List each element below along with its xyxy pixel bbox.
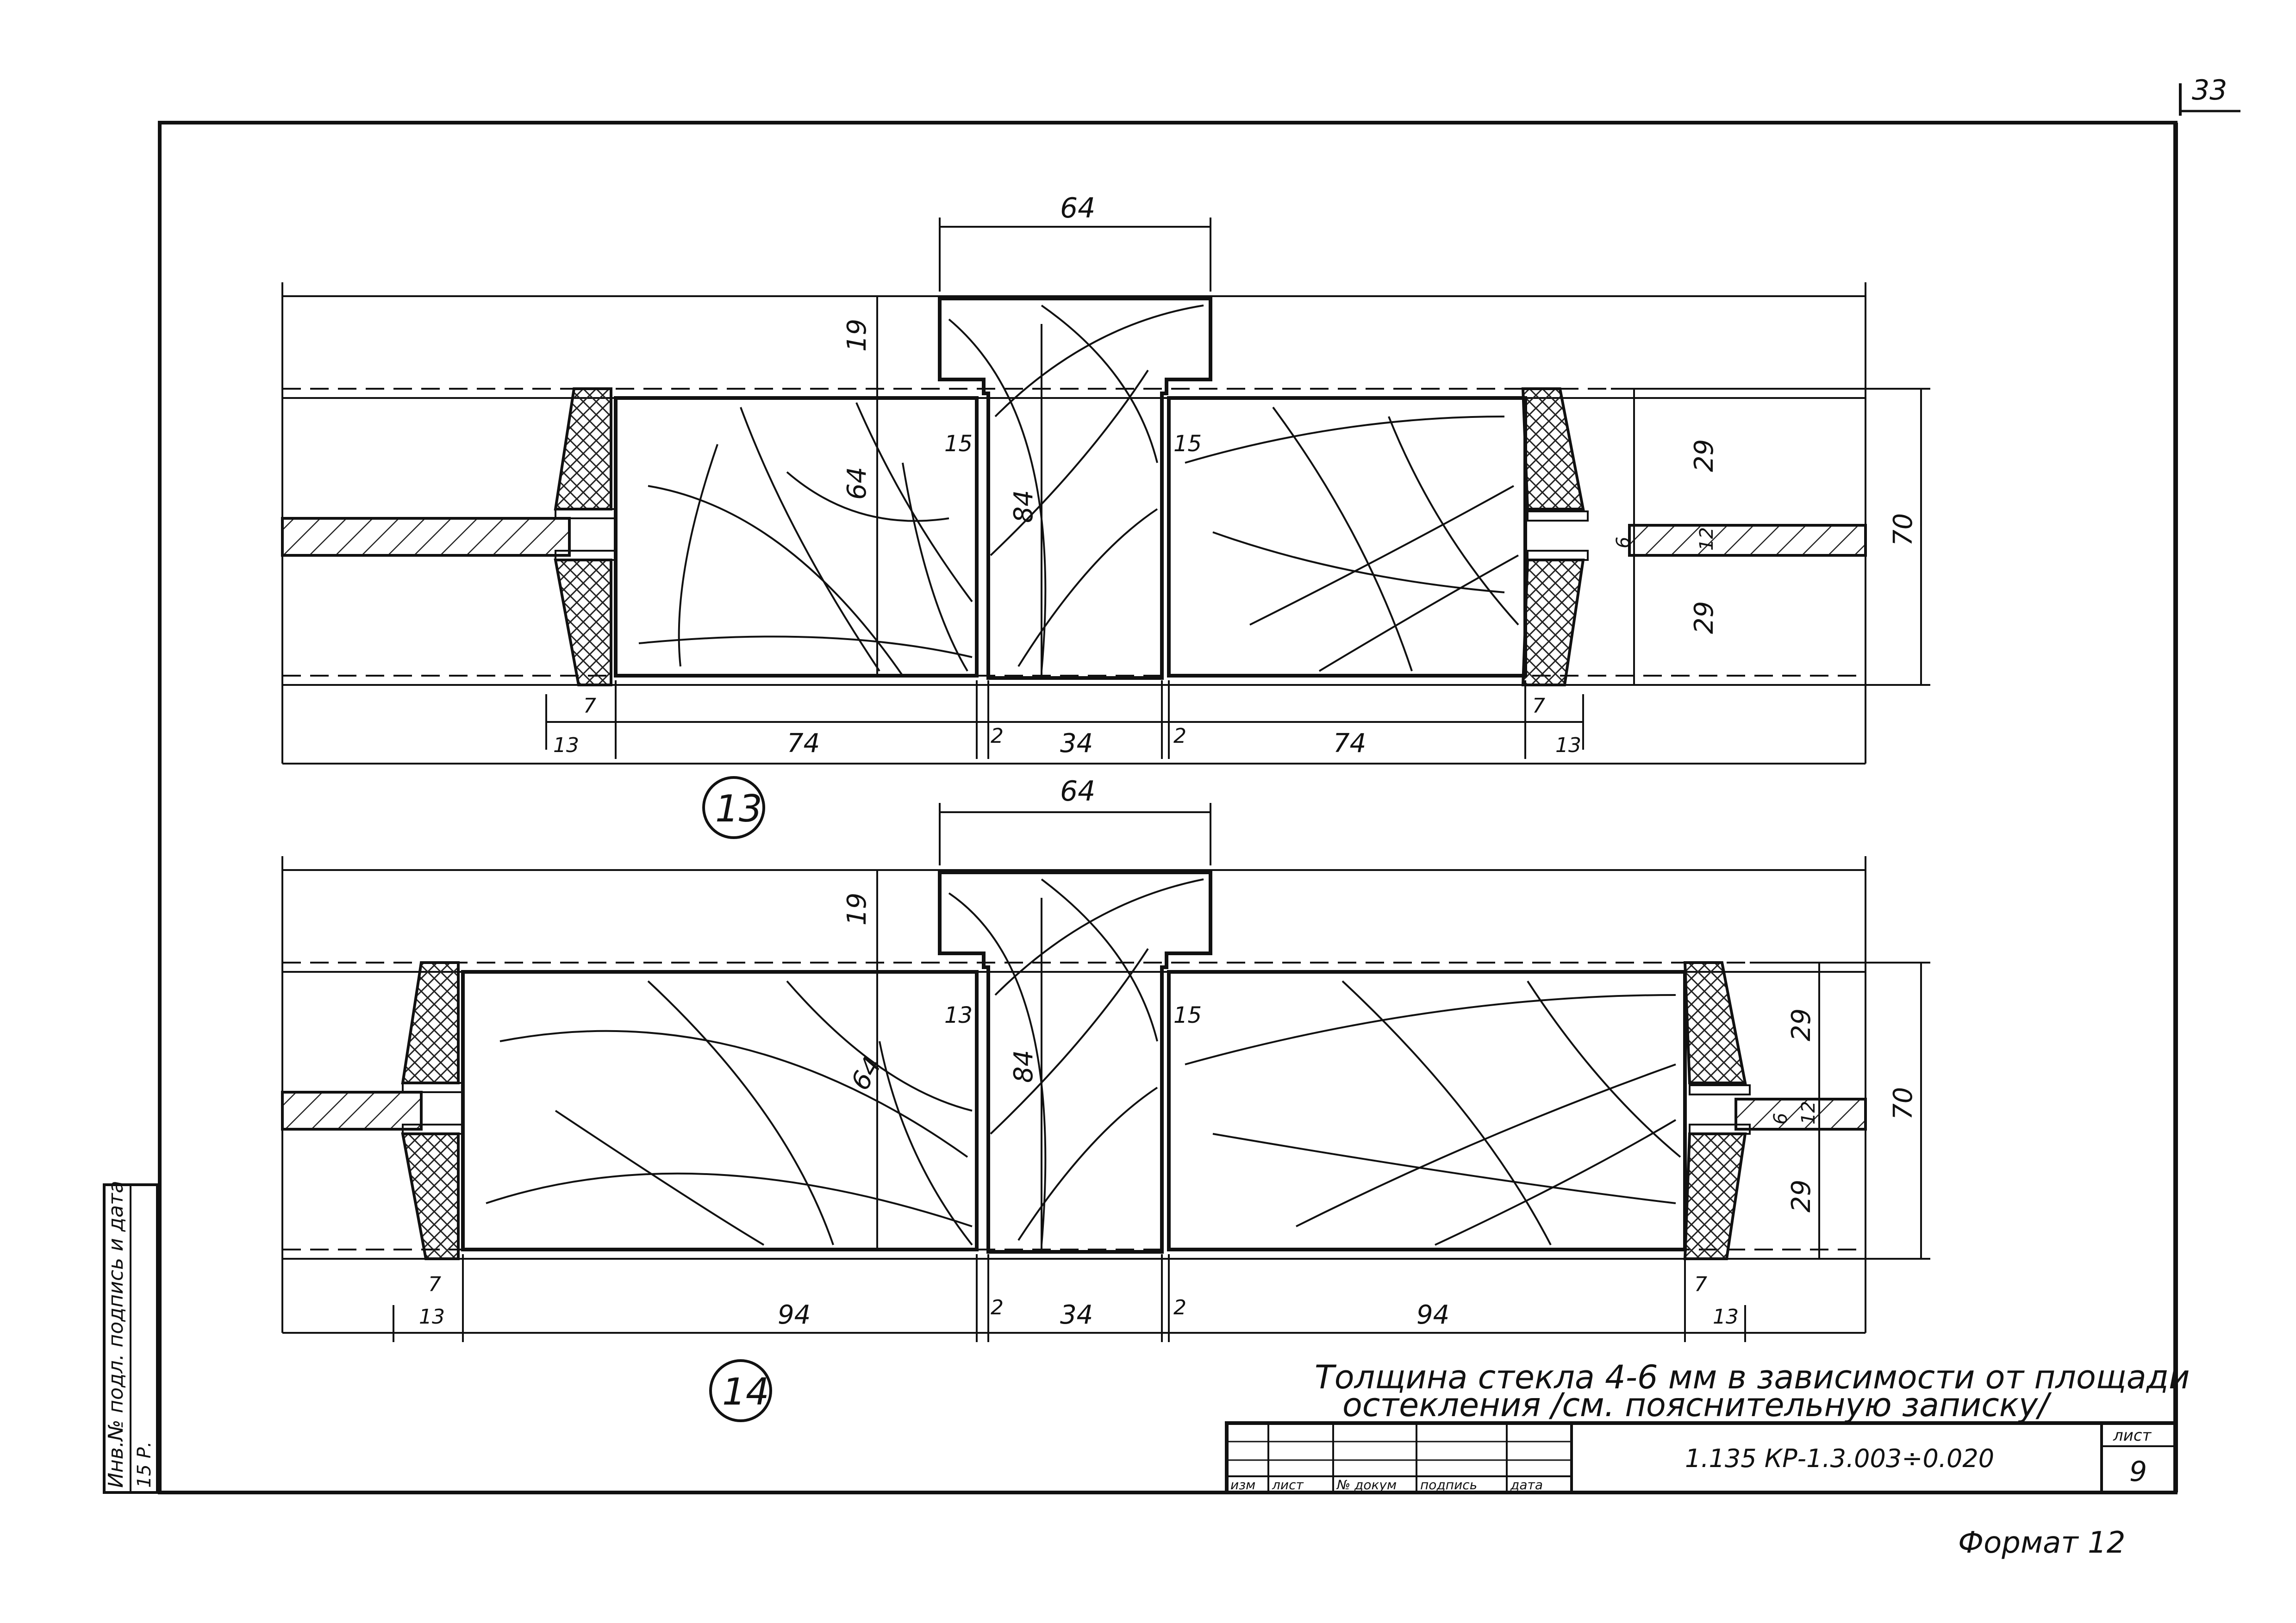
dim-14-bottom-13-right: 13	[1713, 1305, 1739, 1329]
dim-14-overall-height: 70	[1888, 1087, 1918, 1120]
glass-pane-left-14	[281, 1091, 423, 1131]
sheet-label: лист	[2113, 1426, 2152, 1445]
glazing-bead-lower-left-14	[401, 1132, 460, 1260]
dim-14-tenon-height: 19	[842, 893, 872, 926]
title-col-izm: изм	[1230, 1477, 1255, 1492]
glazing-bead-upper-right	[1521, 387, 1585, 510]
format-label: Формат 12	[1958, 1526, 2125, 1560]
glass-thickness-note-line2: остекления /см. пояснительную записку/	[1342, 1386, 2052, 1424]
dim-13-slot-right: 15	[1173, 431, 1202, 457]
dim-14-bottom-2-left: 2	[991, 1296, 1004, 1319]
sheet-number-top: 33	[2192, 74, 2227, 106]
dim-14-bottom-13-left: 13	[419, 1305, 445, 1329]
dim-14-slot-right: 15	[1173, 1002, 1202, 1028]
sash-bar-right	[1167, 396, 1527, 678]
dim-13-bottom-7-right: 7	[1532, 694, 1545, 718]
glazing-bead-lower-right	[1521, 559, 1585, 686]
sash-bar-left	[614, 396, 979, 678]
dim-13-right-lower: 29	[1689, 601, 1719, 634]
dim-14-bottom-7-right: 7	[1694, 1273, 1707, 1296]
detail-13	[281, 218, 1930, 765]
dim-13-bottom-74-left: 74	[787, 728, 820, 759]
center-mullion	[938, 297, 1212, 680]
dim-14-bottom-94-right: 94	[1416, 1300, 1449, 1330]
dim-13-top-width: 64	[1060, 192, 1095, 224]
detail-14	[281, 803, 1930, 1342]
title-block	[1225, 1421, 2177, 1494]
detail-14-marker: 14	[722, 1370, 769, 1413]
dim-14-bottom-2-right: 2	[1173, 1296, 1186, 1319]
center-mullion-14	[938, 871, 1212, 1254]
dim-13-tenon-height: 19	[842, 319, 872, 352]
dim-13-center-height: 84	[1009, 490, 1039, 523]
dim-14-center-height: 84	[1009, 1050, 1039, 1083]
dim-14-bottom-94-left: 94	[778, 1300, 811, 1330]
title-col-doc: № докум	[1336, 1477, 1397, 1492]
dim-13-right-upper: 29	[1689, 439, 1719, 472]
dim-14-bottom-7-left: 7	[428, 1273, 441, 1296]
side-stamp	[103, 1183, 159, 1494]
glass-pane-right-14	[1734, 1098, 1867, 1131]
side-stamp-value: 15 Р.	[134, 1442, 155, 1488]
title-col-sign: подпись	[1420, 1477, 1477, 1492]
dim-13-glass-gap: 6	[1613, 537, 1634, 548]
dim-14-bottom-34: 34	[1060, 1300, 1093, 1330]
dim-13-slot-left: 15	[944, 431, 973, 457]
dim-14-right-lower: 29	[1786, 1180, 1816, 1213]
title-col-date: дата	[1510, 1477, 1543, 1492]
dim-13-left-height: 64	[842, 467, 872, 500]
glazing-bead-lower-right-14	[1683, 1132, 1747, 1260]
dim-13-bottom-74-right: 74	[1333, 728, 1366, 759]
dim-14-glass-gap: 6	[1770, 1113, 1791, 1125]
glass-pane-left	[281, 517, 571, 557]
side-stamp-label: Инв.№ подл. подпись и дата	[104, 1181, 128, 1488]
detail-13-dimensions: 64 19 64 15 84 15 29 29 70 6 12 7 13 74 …	[553, 192, 1918, 759]
dim-13-bottom-7-left: 7	[583, 694, 596, 718]
dim-13-bottom-2-right: 2	[1173, 724, 1186, 748]
glazing-bead-upper-left	[554, 387, 612, 510]
dim-13-bottom-2-left: 2	[991, 724, 1004, 748]
glazing-bead-lower-left	[554, 559, 612, 686]
dim-13-bottom-13-right: 13	[1555, 734, 1581, 757]
detail-13-marker-circle	[702, 776, 765, 839]
glass-thickness-note-line1: Толщина стекла 4-6 мм в зависимости от п…	[1315, 1358, 2190, 1396]
sash-bar-right-14	[1167, 970, 1687, 1251]
document-code: 1.135 КР-1.3.003÷0.020	[1685, 1444, 1994, 1473]
glass-pane-right	[1628, 524, 1867, 557]
sash-bar-left-14	[461, 970, 979, 1251]
detail-13-marker: 13	[715, 787, 762, 830]
dim-13-glass-thickness: 12	[1696, 527, 1717, 551]
dim-13-overall-height: 70	[1888, 513, 1918, 546]
detail-14-marker-circle	[709, 1359, 772, 1422]
dim-14-glass-thickness: 12	[1798, 1101, 1819, 1125]
dim-13-bottom-13-left: 13	[553, 734, 579, 757]
dim-14-right-upper: 29	[1786, 1008, 1816, 1041]
dim-14-top-width: 64	[1060, 775, 1095, 808]
dim-13-bottom-34: 34	[1060, 728, 1093, 759]
sheet-value: 9	[2129, 1455, 2147, 1488]
dim-14-slot-left: 13	[944, 1002, 973, 1028]
glazing-bead-upper-right-14	[1683, 961, 1747, 1084]
glazing-bead-upper-left-14	[401, 961, 460, 1084]
title-col-list: лист	[1272, 1477, 1304, 1492]
